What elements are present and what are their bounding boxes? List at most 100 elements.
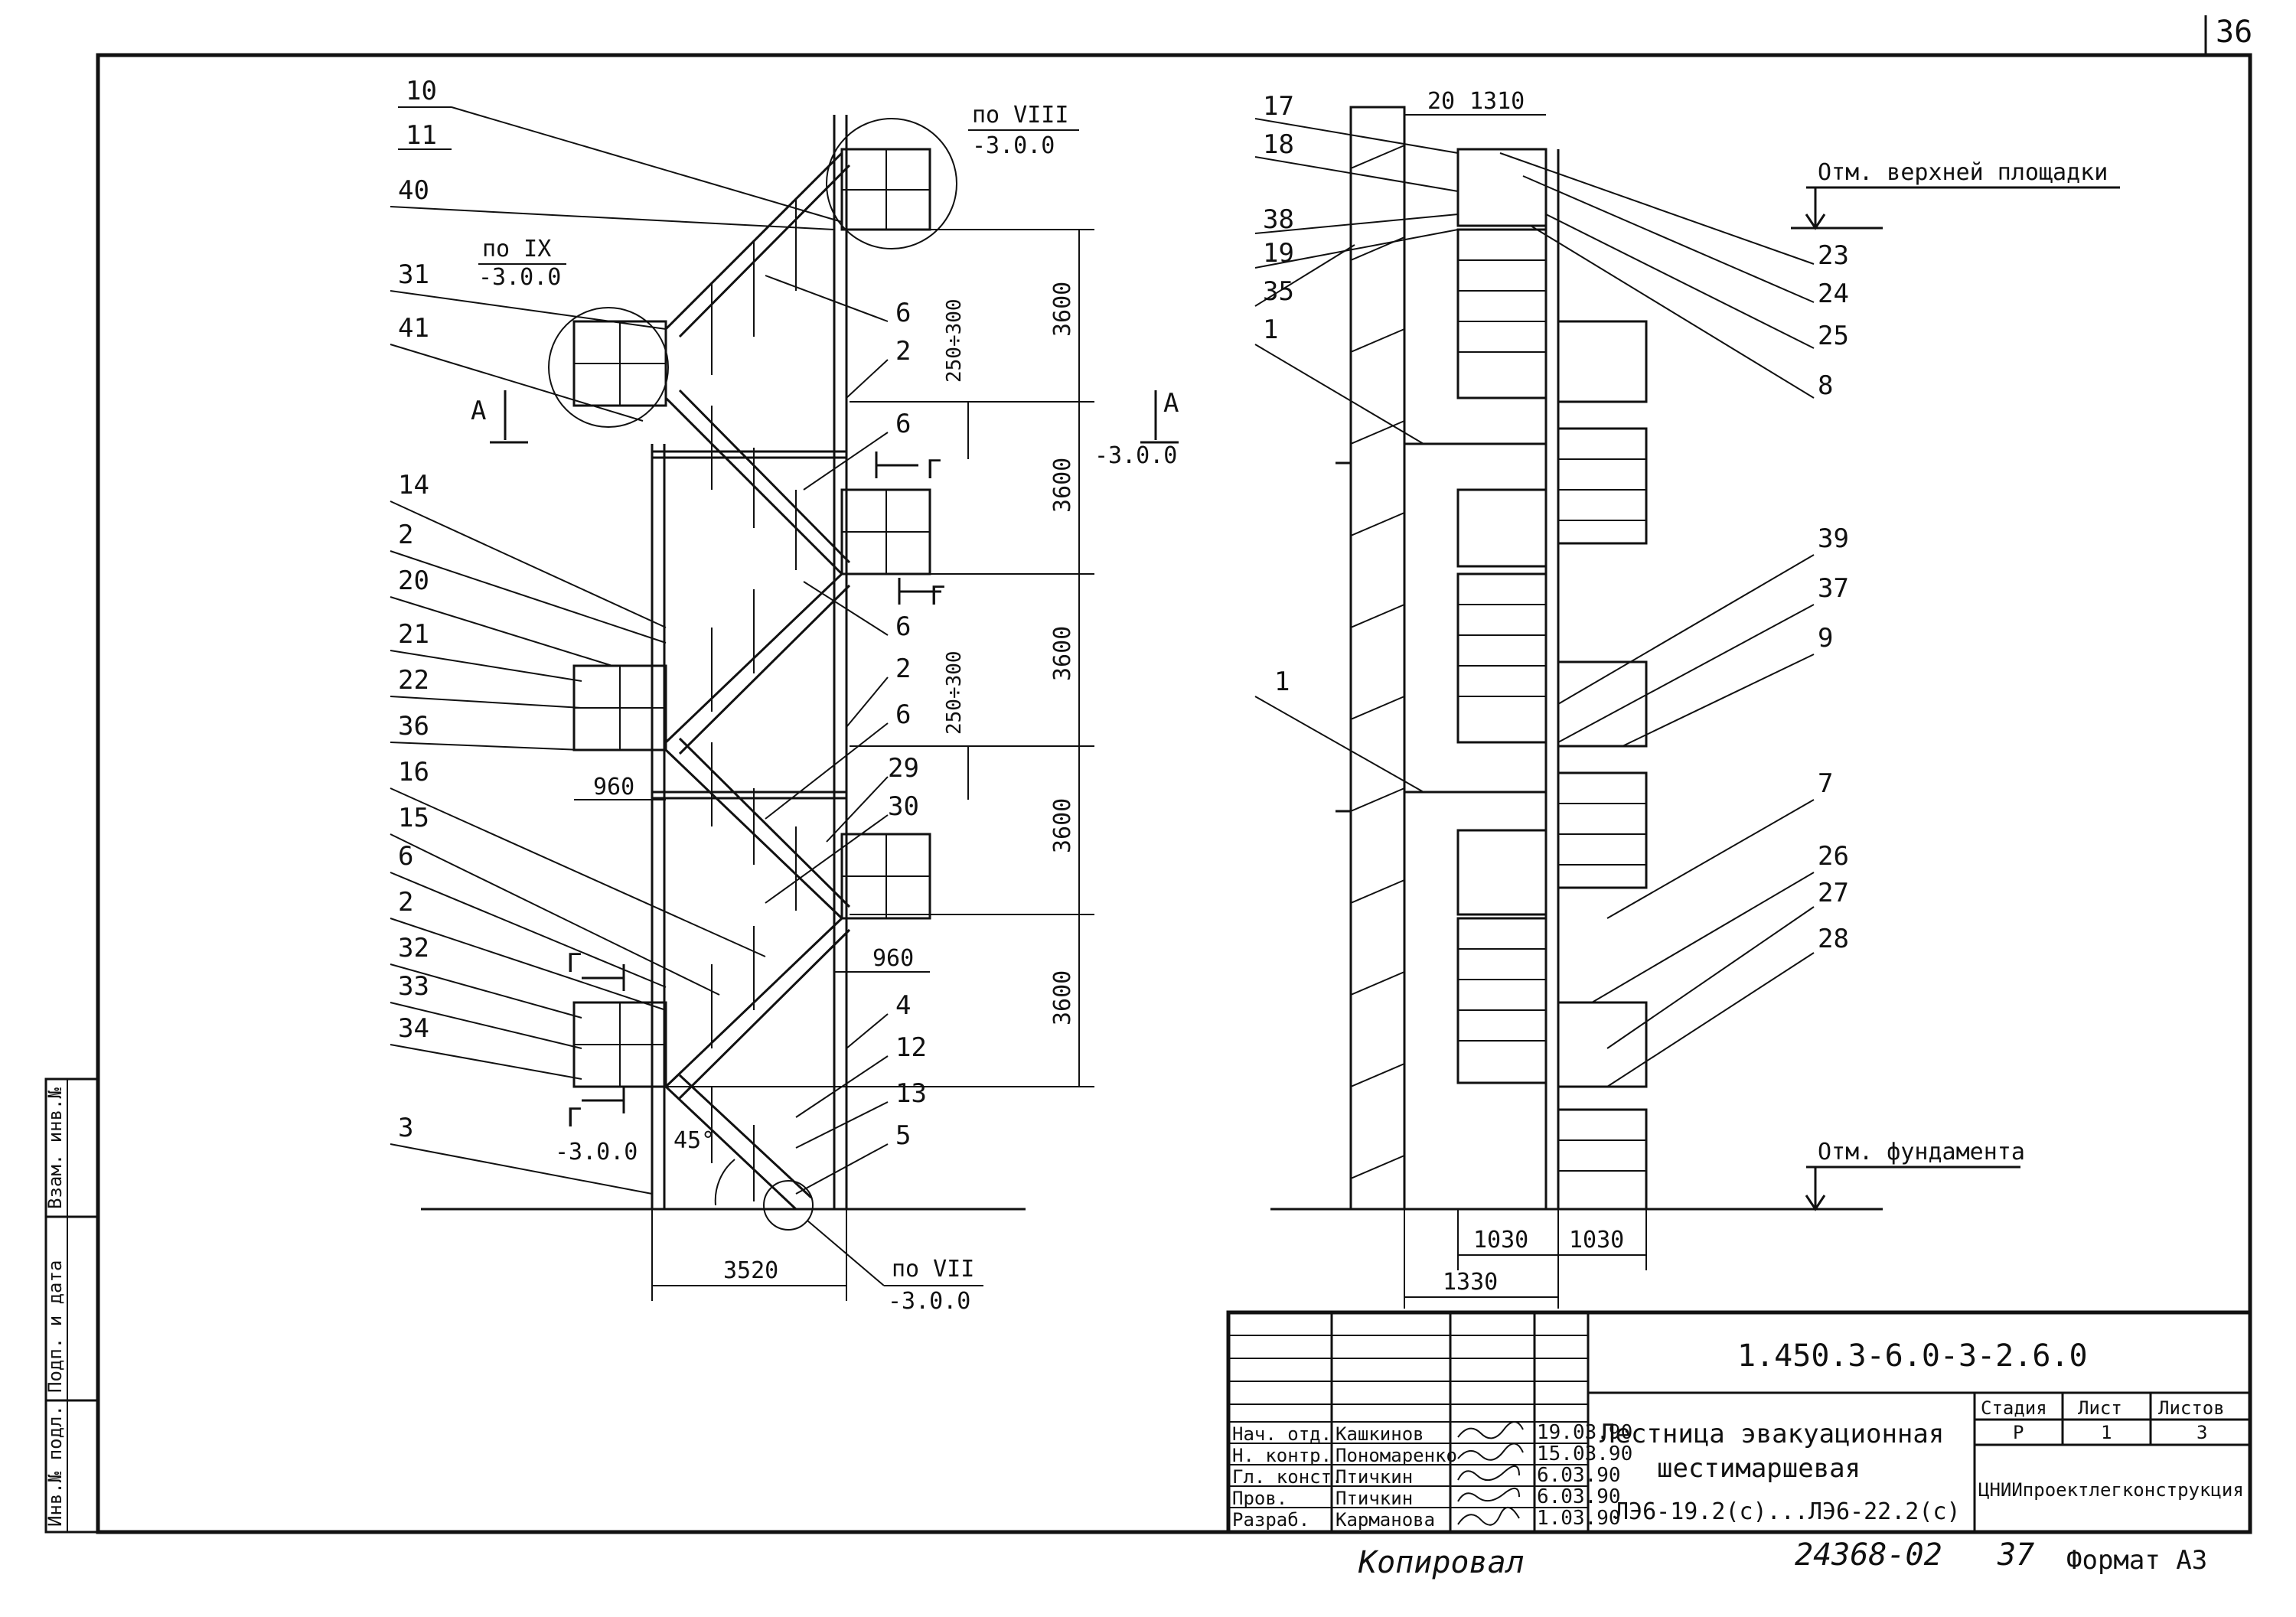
format-label: Формат А3 — [2066, 1545, 2207, 1576]
callout-17: 17 — [1263, 91, 1294, 122]
stage-value: Р — [2013, 1422, 2024, 1443]
name-1: Кашкинов — [1336, 1423, 1424, 1445]
title-block: 1.450.3-6.0-3-2.6.0 Нач. отд. Н. контр. … — [1226, 1310, 2252, 1534]
callout-8: 8 — [1818, 370, 1833, 401]
strip-replace-label: Взам. инв.№ — [44, 1087, 66, 1209]
sheet-header: Лист — [2078, 1397, 2122, 1419]
dim-h-960-b: 960 — [872, 945, 914, 972]
date-5: 1.03.90 — [1537, 1507, 1621, 1530]
dim-20: 20 — [1427, 88, 1455, 115]
callout-36: 36 — [398, 711, 429, 742]
callout-41: 41 — [398, 313, 429, 344]
callout-39: 39 — [1818, 523, 1849, 554]
date-4: 6.03.90 — [1537, 1485, 1621, 1508]
dim-v-1: 3600 — [1049, 282, 1076, 337]
sheet-frame — [96, 53, 2252, 1534]
callout-16: 16 — [398, 757, 429, 787]
role-5: Разраб. — [1232, 1509, 1309, 1531]
node-ix-label: по IX — [482, 236, 551, 262]
callout-20: 20 — [398, 566, 429, 596]
callout-2a: 2 — [398, 520, 413, 550]
section-g-1: Г — [926, 455, 941, 485]
callout-19: 19 — [1263, 238, 1294, 269]
dim-1310: 1310 — [1469, 88, 1525, 115]
callout-6e: 6 — [895, 699, 911, 730]
callout-31: 31 — [398, 259, 429, 290]
callout-35: 35 — [1263, 276, 1294, 307]
callout-12: 12 — [895, 1032, 927, 1063]
sheets-header: Листов — [2158, 1397, 2225, 1419]
callout-7: 7 — [1818, 768, 1833, 799]
callout-21: 21 — [398, 619, 429, 650]
dim-v-2: 3600 — [1049, 458, 1076, 513]
callout-14: 14 — [398, 470, 429, 500]
strip-inv-label: Инв.№ подл. — [44, 1405, 66, 1527]
node-vii-level: -3.0.0 — [888, 1288, 970, 1315]
callout-24: 24 — [1818, 279, 1849, 309]
section-g-2: Г — [930, 581, 945, 611]
node-vii-label: по VII — [892, 1256, 974, 1283]
sheets-value: 3 — [2197, 1422, 2207, 1443]
callout-2c: 2 — [895, 336, 911, 367]
section-g-4: Г — [566, 1103, 582, 1133]
role-1: Нач. отд. — [1232, 1423, 1332, 1445]
dim-1030-a: 1030 — [1473, 1227, 1528, 1254]
organization: ЦНИИпроектлегконструкция — [1978, 1479, 2244, 1501]
title-line-3: ЛЭ6-19.2(с)...ЛЭ6-22.2(с) — [1615, 1498, 1961, 1525]
role-2: Н. контр. — [1232, 1445, 1332, 1466]
callout-10: 10 — [406, 76, 437, 106]
callout-2b: 2 — [398, 887, 413, 918]
callout-15: 15 — [398, 803, 429, 833]
name-4: Птичкин — [1336, 1488, 1413, 1509]
callout-6d: 6 — [895, 611, 911, 642]
dim-h-3520: 3520 — [723, 1257, 778, 1284]
copy-number: 37 — [1997, 1537, 2034, 1573]
name-5: Карманова — [1336, 1509, 1435, 1531]
name-3: Птичкин — [1336, 1466, 1413, 1488]
callout-38: 38 — [1263, 204, 1294, 235]
dim-v-4: 3600 — [1049, 798, 1076, 853]
sheet-number: 36 — [2216, 15, 2252, 50]
role-4: Пров. — [1232, 1488, 1287, 1509]
node-viii-level: -3.0.0 — [972, 132, 1055, 159]
callout-29: 29 — [888, 753, 919, 784]
callout-2d: 2 — [895, 654, 911, 684]
strip-sign-label: Подп. и дата — [44, 1260, 66, 1393]
node-viii-label: по VIII — [972, 102, 1068, 129]
callout-23: 23 — [1818, 240, 1849, 271]
callout-1a: 1 — [1263, 315, 1278, 345]
callout-26: 26 — [1818, 841, 1849, 872]
callout-13: 13 — [895, 1078, 927, 1109]
level-g: -3.0.0 — [555, 1139, 638, 1165]
dim-1330: 1330 — [1443, 1269, 1498, 1296]
date-3: 6.03.90 — [1537, 1464, 1621, 1487]
date-2: 15.03.90 — [1537, 1443, 1632, 1465]
callout-9: 9 — [1818, 623, 1833, 654]
callout-40: 40 — [398, 175, 429, 206]
callout-33: 33 — [398, 971, 429, 1002]
callout-6c: 6 — [895, 409, 911, 439]
sheet-value: 1 — [2101, 1422, 2112, 1443]
section-a-right: А — [1163, 388, 1179, 419]
callout-4: 4 — [895, 990, 911, 1021]
title-line-2: шестимаршевая — [1657, 1453, 1861, 1484]
date-1: 19.03.90 — [1537, 1421, 1632, 1444]
callout-6b: 6 — [895, 298, 911, 328]
top-level-label: Отм. верхней площадки — [1818, 159, 2108, 186]
callout-22: 22 — [398, 665, 429, 696]
callout-32: 32 — [398, 933, 429, 963]
level-a: -3.0.0 — [1094, 442, 1177, 469]
dim-h-960-a: 960 — [593, 774, 634, 800]
side-strip: Взам. инв.№ Подп. и дата Инв.№ подл. — [44, 1077, 99, 1534]
callout-5: 5 — [895, 1120, 911, 1151]
callout-3: 3 — [398, 1113, 413, 1143]
designation: 1.450.3-6.0-3-2.6.0 — [1737, 1338, 2088, 1374]
callout-28: 28 — [1818, 924, 1849, 954]
dim-range-2: 250÷300 — [943, 650, 966, 735]
section-g-3: Г — [566, 948, 582, 979]
foundation-label: Отм. фундамента — [1818, 1139, 2025, 1165]
archive-number: 24368-02 — [1795, 1537, 1942, 1573]
role-3: Гл. конст. — [1232, 1466, 1343, 1488]
front-view: 45° 3600 3600 3600 3600 3600 250÷300 250… — [390, 76, 1179, 1315]
